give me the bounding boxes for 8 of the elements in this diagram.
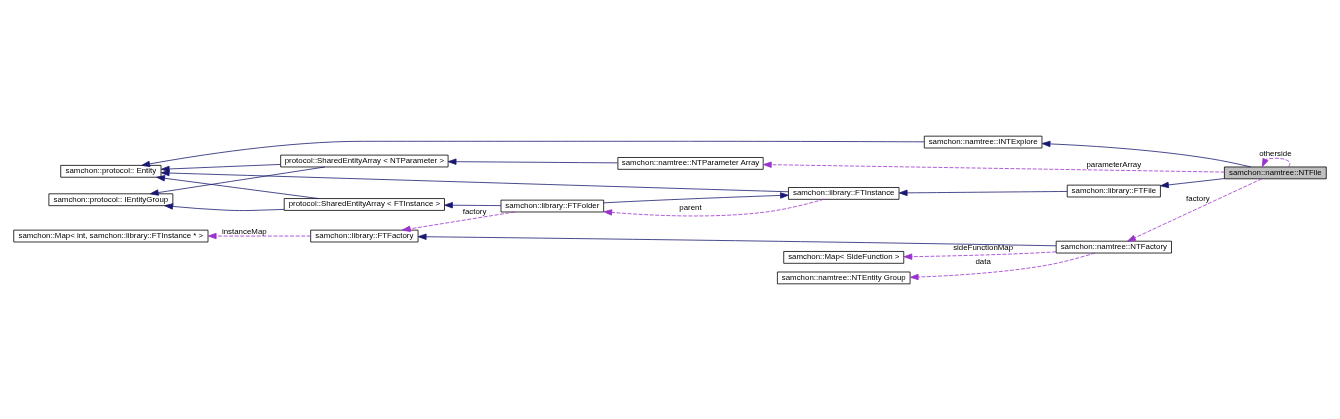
edge-label: parent [679, 202, 702, 212]
edge-label: factory [462, 206, 487, 216]
edge-label: instanceMap [222, 226, 267, 236]
edge-label: sideFunctionMap [953, 242, 1014, 252]
edge-label: factory [1186, 193, 1210, 203]
edge-label: data [975, 256, 991, 266]
edge-label: parameterArray [1086, 159, 1142, 169]
edge-label: otherside [1259, 148, 1292, 158]
